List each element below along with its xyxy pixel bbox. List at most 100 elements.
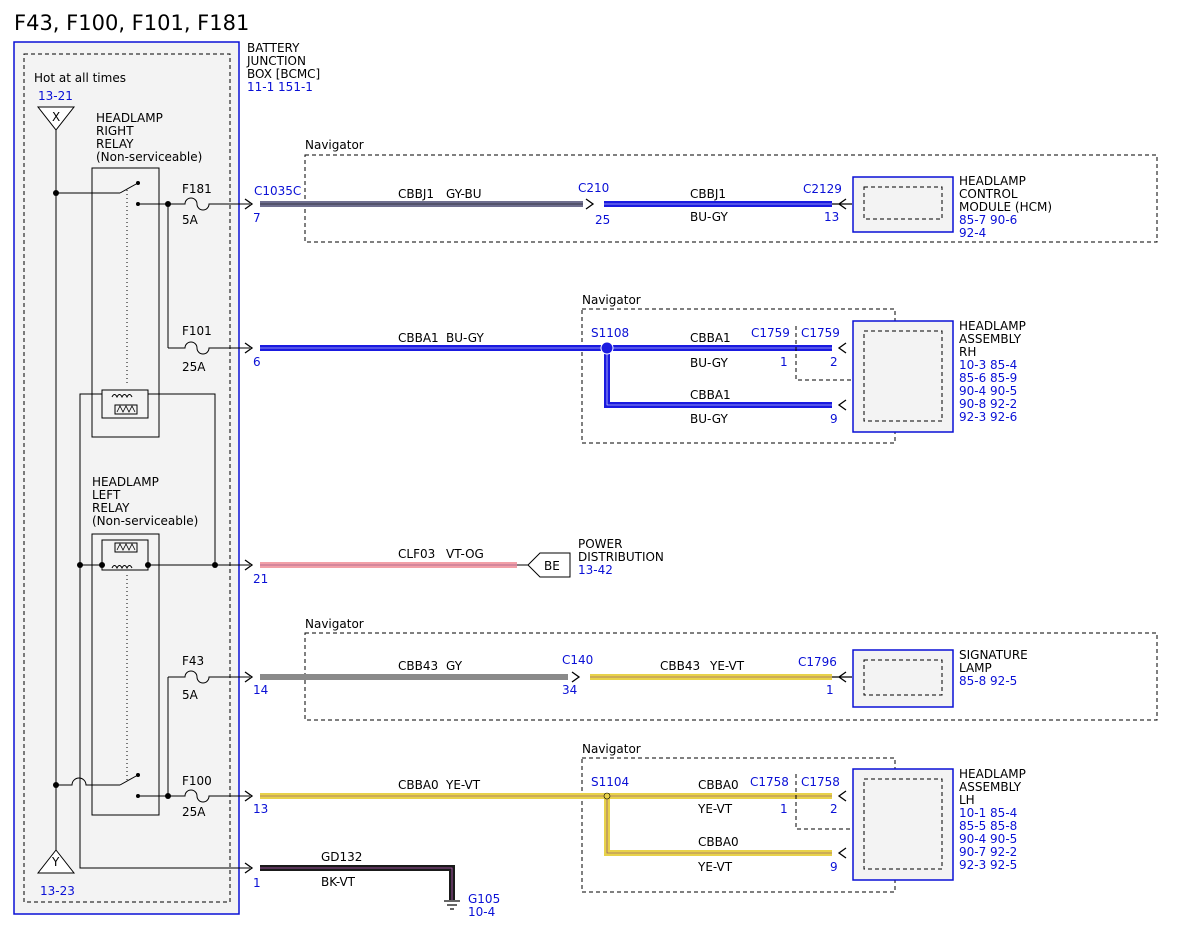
signature-lamp-name-1: SIGNATURE [959, 648, 1028, 662]
row1-inline-pin: 25 [595, 213, 610, 227]
lh-refs-5: 92-3 92-5 [959, 858, 1017, 872]
row2-inline-b: C1759 [801, 326, 840, 340]
row1-end-pin: 13 [824, 210, 839, 224]
left-relay-coil-box [101, 539, 149, 571]
row1-inline: C210 [578, 181, 609, 195]
left-relay-box [91, 533, 160, 816]
row4-color2: YE-VT [709, 659, 745, 673]
row2-color3: BU-GY [690, 412, 728, 426]
row4-end-connector: C1796 [798, 655, 837, 669]
lh-name-3: LH [959, 793, 975, 807]
switch-contact-dot [136, 794, 140, 798]
signature-lamp-refs: 85-8 92-5 [959, 674, 1017, 688]
row2-color1: BU-GY [446, 331, 484, 345]
row5-color1: YE-VT [445, 778, 481, 792]
row1-connector: C1035C [254, 184, 301, 198]
fuse-f100-icon [168, 789, 250, 803]
right-relay-box [91, 167, 160, 438]
left-relay-resistor-icon [114, 542, 138, 553]
rh-refs-5: 92-3 92-6 [959, 410, 1017, 424]
row5-splice: S1104 [591, 775, 629, 789]
hcm-connector-chevron [832, 198, 852, 210]
right-relay-coil-ground-wire [79, 393, 102, 565]
row6-circuit: GD132 [321, 850, 362, 864]
hcm-refs-2: 92-4 [959, 226, 986, 240]
signature-lamp-inner [863, 659, 943, 696]
row5-inline-b-pin: 2 [830, 802, 838, 816]
hcm-name-1: HEADLAMP [959, 174, 1026, 188]
row4-color1: GY [446, 659, 463, 673]
power-distribution-tag [517, 552, 571, 578]
row2-circuit3: CBBA1 [690, 388, 731, 402]
bus-y-icon [36, 849, 76, 874]
ground-internal-wire [79, 565, 250, 869]
right-relay-label-2: RIGHT [96, 124, 134, 138]
navigator-label-row1: Navigator [305, 138, 364, 152]
hcm-inner [863, 186, 943, 220]
rh-name-3: RH [959, 345, 976, 359]
bjb-outline [13, 41, 240, 915]
junction-dot [53, 190, 59, 196]
inline-connector-chevron [585, 198, 595, 210]
fuse-f101-rating: 25A [182, 360, 206, 374]
bjb-name-line3: BOX [BCMC] [247, 67, 320, 81]
navigator-label-row2: Navigator [582, 293, 641, 307]
row5-inline-b: C1758 [801, 775, 840, 789]
row4-circuit2: CBB43 [660, 659, 700, 673]
fuse-f43-rating: 5A [182, 688, 199, 702]
row3-target-1: POWER [578, 537, 622, 551]
resistor-zigzag [116, 405, 136, 413]
fuse-f100-rating: 25A [182, 805, 206, 819]
bus-x-icon [36, 106, 76, 131]
lh-name-2: ASSEMBLY [959, 780, 1022, 794]
right-relay-coil-feed-wire [148, 393, 216, 565]
lh-name-1: HEADLAMP [959, 767, 1026, 781]
lh-refs-4: 90-7 92-2 [959, 845, 1017, 859]
switch-contact-dot [136, 773, 140, 777]
bus-y-label: Y [51, 855, 60, 869]
row5-circuit3: CBBA0 [698, 835, 739, 849]
rh-refs-4: 90-8 92-2 [959, 397, 1017, 411]
right-relay-label-1: HEADLAMP [96, 111, 163, 125]
row6-color: BK-VT [321, 875, 356, 889]
row5-circuit2: CBBA0 [698, 778, 739, 792]
fuse-f101-name: F101 [182, 324, 212, 338]
right-relay-label-3: RELAY [96, 137, 134, 151]
navigator-box-row1 [304, 154, 1158, 243]
row6-pin: 1 [253, 876, 261, 890]
row5-color2: YE-VT [697, 802, 733, 816]
left-relay-label-1: HEADLAMP [92, 475, 159, 489]
left-relay-switch [119, 774, 139, 786]
row2-inline-a-pin: 1 [780, 355, 788, 369]
bjb-refs: 11-1 151-1 [247, 80, 313, 94]
switch-contact-dot [136, 202, 140, 206]
fuse-f181-name: F181 [182, 182, 212, 196]
junction-dot [53, 782, 59, 788]
bjb-connector-chevrons [244, 198, 254, 874]
row4-end-pin: 1 [826, 683, 834, 697]
bus-x-label: X [52, 110, 60, 124]
row3-target-2: DISTRIBUTION [578, 550, 664, 564]
row1-circuit1: CBBJ1 [398, 187, 434, 201]
fuse-f100-name: F100 [182, 774, 212, 788]
rh-name-2: ASSEMBLY [959, 332, 1022, 346]
switch-contact-dot [136, 181, 140, 185]
rh-name-1: HEADLAMP [959, 319, 1026, 333]
wire-stripe [606, 348, 832, 406]
row2-color2: BU-GY [690, 356, 728, 370]
row5-pin3: 9 [830, 860, 838, 874]
rh-refs-2: 85-6 85-9 [959, 371, 1017, 385]
left-relay-coil-icon [111, 565, 133, 570]
fuse-f181-icon [168, 197, 250, 211]
junction-dot [99, 562, 105, 568]
ground-icon [444, 900, 460, 910]
signature-lamp-connector-chevron [832, 671, 852, 683]
hcm-name-2: CONTROL [959, 187, 1018, 201]
row2-circuit2: CBBA1 [690, 331, 731, 345]
fuse-f101-icon [168, 341, 250, 355]
right-relay-label-4: (Non-serviceable) [96, 150, 202, 164]
row2-splice: S1108 [591, 326, 629, 340]
ref-bottom: 13-23 [40, 884, 75, 898]
inline-connector-chevron [571, 671, 581, 683]
